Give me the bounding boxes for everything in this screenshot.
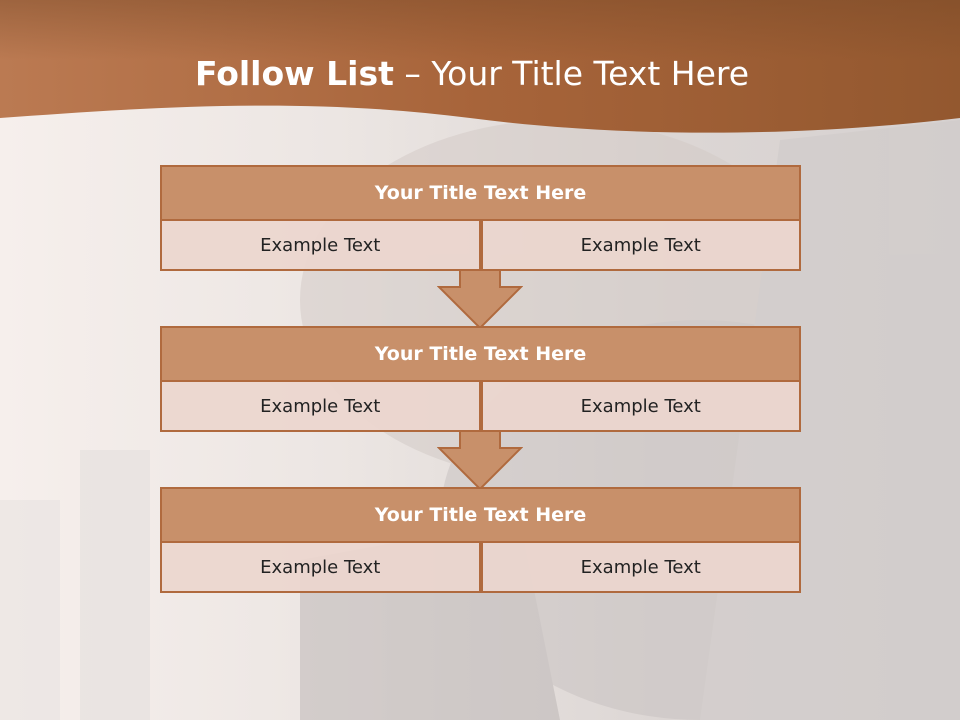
flow-block-title: Your Title Text Here <box>160 165 801 221</box>
flow-block-1: Your Title Text Here Example Text Exampl… <box>160 165 801 271</box>
flow-cell-right: Example Text <box>480 221 801 271</box>
flow-block-2: Your Title Text Here Example Text Exampl… <box>160 326 801 432</box>
flow-block-3: Your Title Text Here Example Text Exampl… <box>160 487 801 593</box>
flow-block-cells: Example Text Example Text <box>160 543 801 593</box>
slide-title: Follow List – Your Title Text Here <box>0 54 944 93</box>
flow-cell-left: Example Text <box>160 382 481 432</box>
flow-block-cells: Example Text Example Text <box>160 221 801 271</box>
flow-block-title: Your Title Text Here <box>160 487 801 543</box>
flow-cell-right: Example Text <box>480 543 801 593</box>
down-arrow-icon <box>437 431 523 491</box>
flow-cell-left: Example Text <box>160 543 481 593</box>
slide-title-bold: Follow List <box>194 54 394 93</box>
down-arrow-icon <box>437 270 523 330</box>
flow-block-cells: Example Text Example Text <box>160 382 801 432</box>
flow-cell-left: Example Text <box>160 221 481 271</box>
slide-title-rest: – Your Title Text Here <box>393 54 750 93</box>
flow-block-title: Your Title Text Here <box>160 326 801 382</box>
flow-cell-right: Example Text <box>480 382 801 432</box>
